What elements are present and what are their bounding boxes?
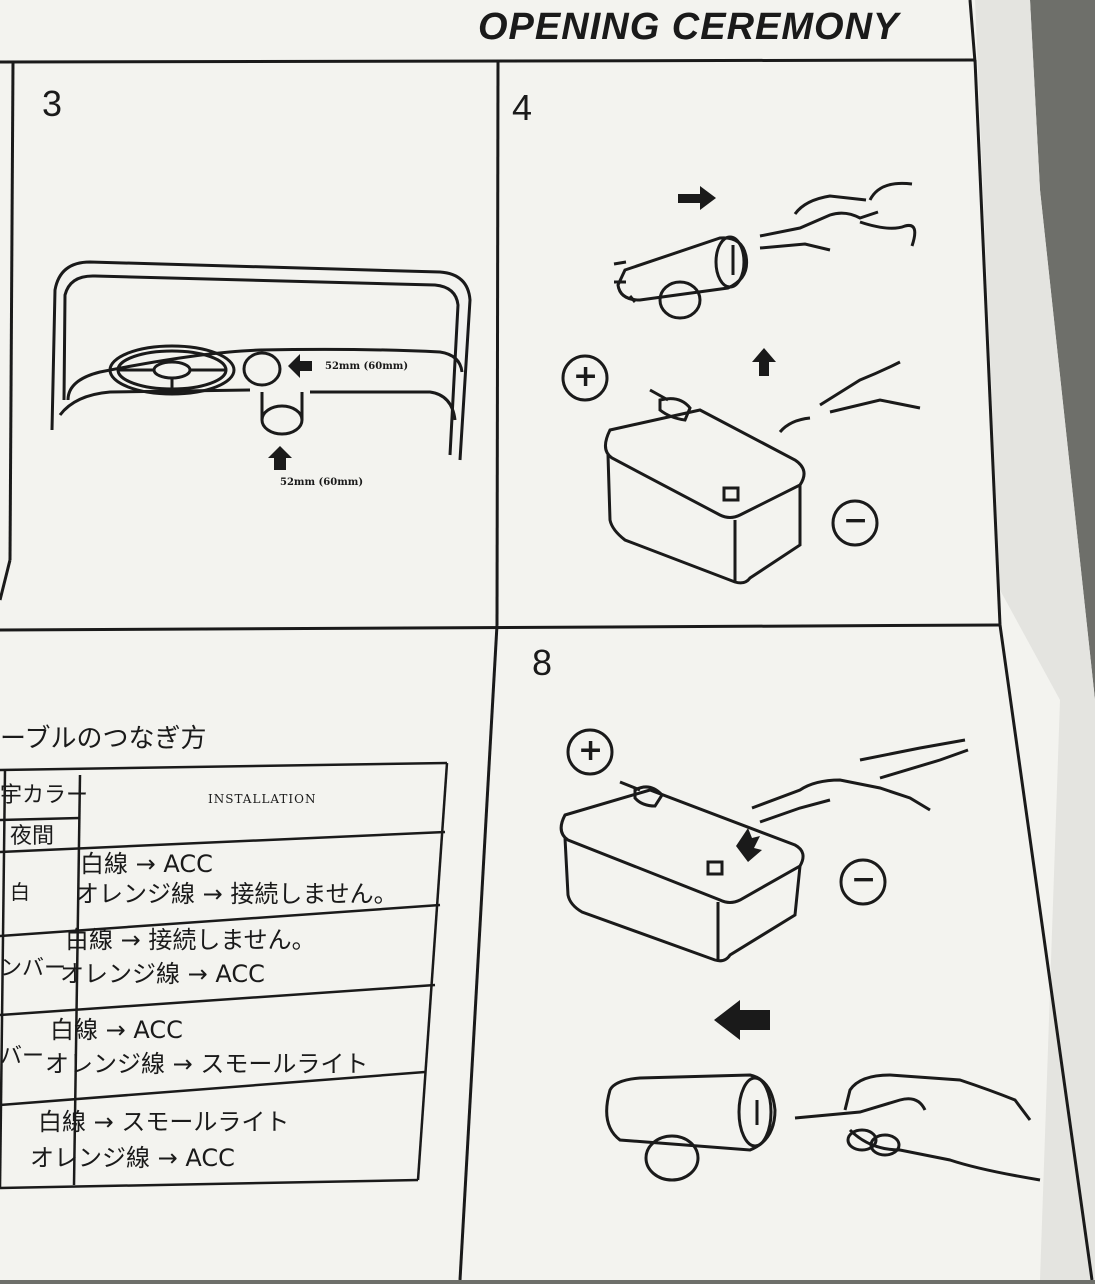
row-line2: オレンジ線 → ACC [30, 1144, 235, 1172]
plus-icon [566, 728, 614, 776]
cable-table-lines [0, 761, 449, 1190]
row-line1: 白線 → ACC [80, 850, 213, 878]
minus-icon [839, 858, 887, 906]
plus-sign: + [573, 359, 599, 394]
gauge-size-label-lower: 52mm (60mm) [280, 477, 364, 488]
dashboard-illustration [50, 260, 472, 461]
polarity-step8 [566, 728, 887, 906]
ignition-key-insert [605, 1073, 1041, 1182]
step-number-8: 8 [532, 642, 553, 683]
step-number-3: 3 [42, 83, 63, 124]
arrow-up-icon [268, 446, 292, 470]
row-line2: オレンジ線 → スモールライト [45, 1050, 369, 1078]
polarity-step4 [561, 354, 879, 547]
row-line1: 白線 → 接続しません。 [65, 926, 316, 954]
arrow-left-icon [288, 354, 312, 378]
col-color-header: 宇カラー [0, 783, 89, 808]
plus-icon [561, 354, 609, 402]
row-line2: オレンジ線 → 接続しません。 [75, 880, 398, 908]
row-label: バー [0, 1044, 45, 1069]
row-line2: オレンジ線 → ACC [60, 960, 265, 988]
dashboard-arrows [268, 354, 312, 470]
step-number-4: 4 [512, 87, 533, 128]
minus-icon [831, 499, 879, 547]
row-label: 白 [10, 880, 30, 904]
plus-sign: + [578, 733, 604, 768]
arrow-left-icon [714, 1000, 770, 1040]
row-label: ンバー [0, 956, 67, 981]
col-night-header: 夜間 [10, 824, 55, 849]
sheet-title: OPENING CEREMONY [478, 6, 900, 48]
gauge-size-label-upper: 52mm (60mm) [325, 361, 409, 372]
arrow-right-icon [678, 186, 716, 210]
cable-heading: ーブルのつなぎ方 [0, 724, 207, 754]
row-line1: 白線 → スモールライト [38, 1108, 290, 1136]
arrow-down-icon [736, 828, 762, 862]
battery-step4 [604, 360, 921, 585]
battery-step8 [559, 738, 969, 963]
minus-sign: − [851, 862, 877, 897]
minus-sign: − [843, 503, 869, 538]
row-line1: 白線 → ACC [50, 1016, 183, 1044]
col-install-header: INSTALLATION [208, 792, 317, 806]
ignition-key-removal [613, 181, 917, 320]
arrow-up-icon [752, 348, 776, 376]
paper-crease-shadow [975, 0, 1095, 1280]
